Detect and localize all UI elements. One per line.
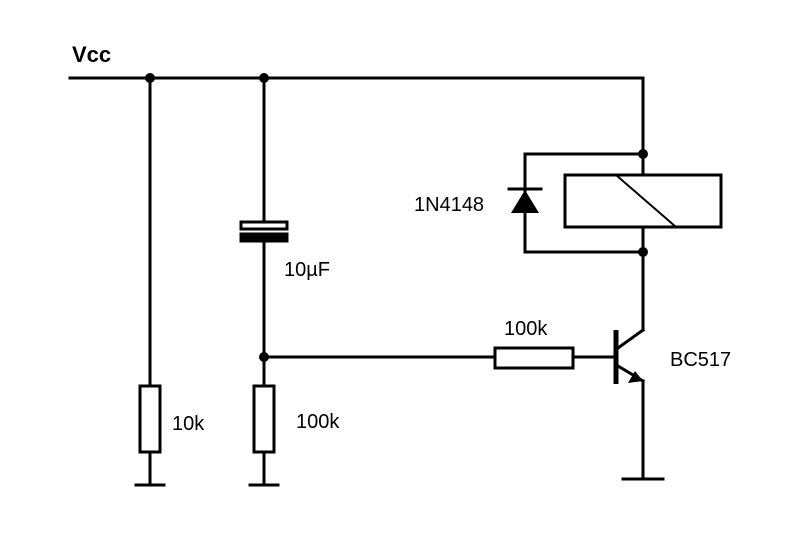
capacitor-label: 10µF bbox=[284, 259, 330, 281]
resistor-100k-lower-label: 100k bbox=[296, 411, 340, 433]
resistor-10k bbox=[138, 384, 162, 454]
vcc-rail bbox=[68, 76, 645, 156]
emitter-arrow bbox=[628, 371, 643, 383]
transistor-label: BC517 bbox=[670, 349, 731, 371]
left-resistor-branch bbox=[134, 76, 166, 487]
resistor-100k-base-label: 100k bbox=[504, 318, 548, 340]
diode-1n4148 bbox=[507, 187, 543, 213]
resistor-100k-lower bbox=[252, 384, 276, 454]
relay-coil bbox=[563, 173, 723, 229]
resistor-100k-base bbox=[493, 346, 575, 370]
resistor-10k-label: 10k bbox=[172, 413, 205, 435]
relay-section bbox=[507, 152, 723, 332]
junction-dots bbox=[145, 73, 648, 362]
base-path bbox=[262, 346, 616, 370]
transistor-bc517 bbox=[613, 327, 665, 481]
capacitor-branch bbox=[239, 76, 289, 487]
capacitor-plate-top bbox=[239, 220, 289, 231]
vcc-label: Vcc bbox=[72, 42, 111, 67]
diode-label: 1N4148 bbox=[414, 194, 484, 216]
